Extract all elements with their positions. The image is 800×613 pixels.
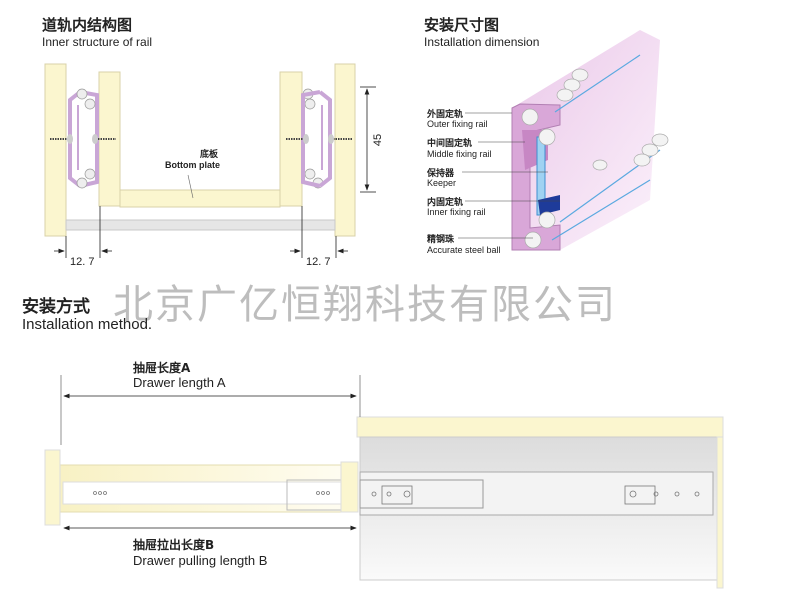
steel-ball-label-en: Accurate steel ball (427, 245, 501, 255)
length-a-label-en: Drawer length A (133, 375, 226, 390)
cabinet-bottom (65, 219, 336, 231)
keeper-label-en: Keeper (427, 178, 457, 188)
bottom-plate (119, 189, 281, 208)
bottom-plate-label-zh: 底板 (200, 150, 219, 160)
bottom-plate-label-en: Bottom plate (165, 160, 220, 170)
installation-dimension-title-zh: 安装尺寸图 (424, 16, 500, 34)
inner-structure-title-zh: 道轨内结构图 (42, 16, 133, 34)
installation-method-title-en: Installation method. (22, 316, 153, 333)
keeper-label-zh: 保持器 (427, 169, 455, 179)
length-a-label-zh: 抽屉长度A (133, 361, 191, 375)
inner-structure-drawing (44, 63, 376, 258)
inner-structure-title-en: Inner structure of rail (42, 35, 153, 49)
gap-dimension-right: 12. 7 (306, 256, 331, 268)
outer-rail-label-en: Outer fixing rail (427, 119, 488, 129)
drawer-front (44, 449, 61, 526)
outer-rail-label-zh: 外固定轨 (427, 110, 464, 120)
height-dimension: 45 (372, 133, 385, 147)
length-b-label-zh: 抽屉拉出长度B (133, 538, 215, 552)
company-watermark: 北京广亿恒翔科技有限公司 (113, 282, 617, 328)
inner-rail-label-en: Inner fixing rail (427, 207, 486, 217)
installation-method-drawing (44, 375, 724, 589)
middle-rail-label-en: Middle fixing rail (427, 149, 492, 159)
installation-dimension-title-en: Installation dimension (424, 35, 540, 49)
slide-rail (359, 471, 714, 516)
middle-rail-label-zh: 中间固定轨 (427, 139, 473, 149)
rail-profile-drawing (458, 30, 669, 251)
length-b-label-en: Drawer pulling length B (133, 553, 268, 568)
steel-ball-label-zh: 精钢珠 (427, 235, 455, 245)
left-cabinet-wall (44, 63, 67, 237)
inner-rail-label-zh: 内固定轨 (427, 198, 464, 208)
right-cabinet-wall (334, 63, 356, 237)
installation-method-title-zh: 安装方式 (22, 297, 90, 317)
gap-dimension-left: 12. 7 (70, 256, 95, 268)
